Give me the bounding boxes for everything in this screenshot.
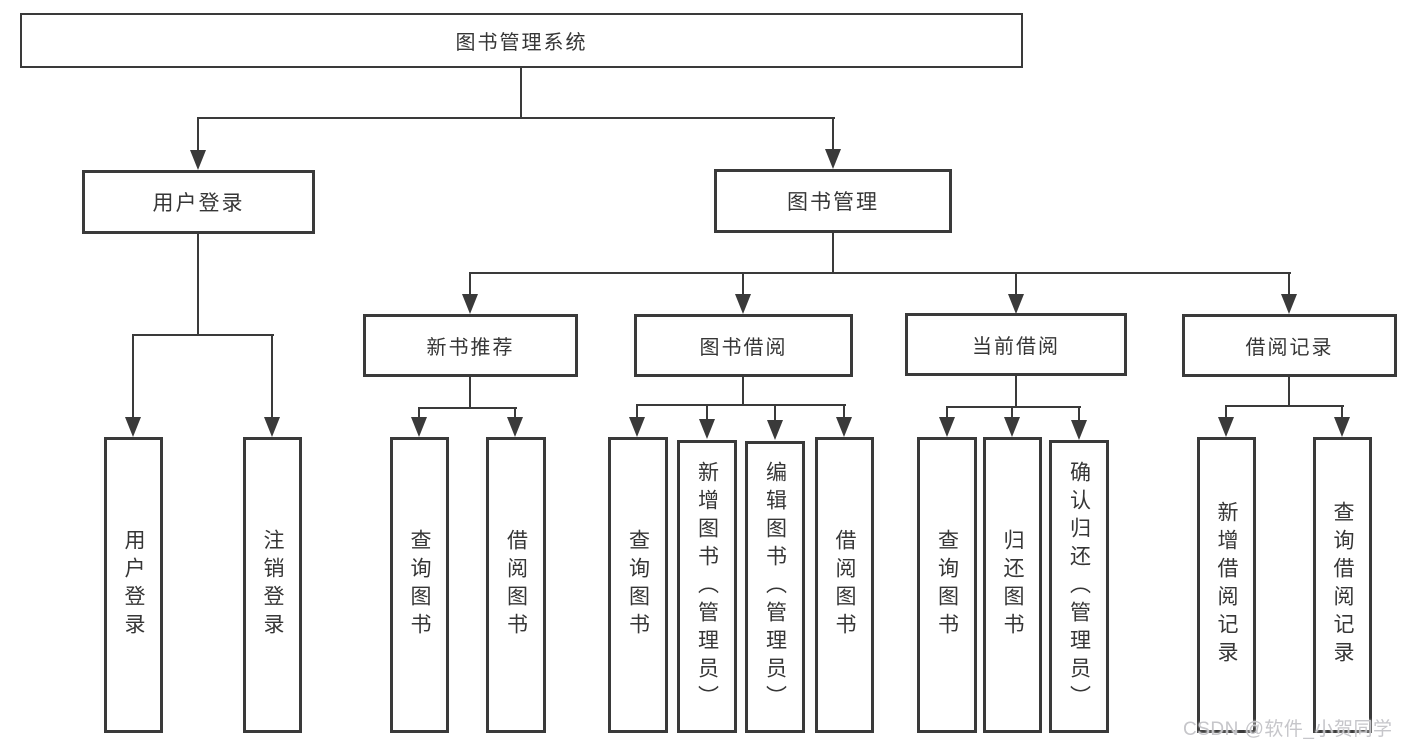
- leaf-user-login: 用户登录: [104, 437, 163, 733]
- connector-line: [1225, 405, 1344, 407]
- node-label: 图书借阅: [699, 337, 788, 359]
- connector-line: [418, 407, 517, 409]
- arrowhead-icon: [264, 417, 280, 437]
- node-label: 用户登录: [152, 192, 245, 215]
- node-label: 查询图书: [626, 529, 650, 641]
- connector-line: [418, 407, 420, 419]
- connector-line: [514, 407, 516, 419]
- leaf-add-books-admin: 新增图书（管理员）: [677, 440, 737, 733]
- connector-line: [1225, 405, 1227, 418]
- node-label: 借阅图书: [504, 529, 528, 641]
- leaf-query-books-recommend: 查询图书: [390, 437, 449, 733]
- leaf-confirm-return-admin: 确认归还（管理员）: [1049, 440, 1109, 733]
- arrowhead-icon: [1004, 417, 1020, 437]
- arrowhead-icon: [462, 294, 478, 314]
- node-label: 用户登录: [122, 529, 145, 641]
- connector-line: [832, 233, 834, 274]
- node-label: 借阅记录: [1245, 337, 1334, 359]
- arrowhead-icon: [125, 417, 141, 437]
- arrowhead-icon: [836, 417, 852, 437]
- arrowhead-icon: [1071, 420, 1087, 440]
- leaf-query-books-borrowing: 查询图书: [608, 437, 668, 733]
- node-current-borrowing: 当前借阅: [905, 313, 1127, 376]
- node-label: 新增图书（管理员）: [695, 460, 719, 713]
- connector-line: [469, 272, 1291, 274]
- node-label: 图书管理: [787, 191, 879, 214]
- connector-line: [271, 334, 273, 420]
- connector-line: [1078, 406, 1080, 421]
- arrowhead-icon: [767, 420, 783, 440]
- connector-line: [706, 404, 708, 420]
- connector-line: [1015, 376, 1017, 408]
- node-label: 借阅图书: [833, 529, 856, 641]
- connector-line: [520, 68, 522, 118]
- leaf-borrow-books-recommend: 借阅图书: [486, 437, 546, 733]
- connector-line: [742, 272, 744, 296]
- connector-line: [1015, 272, 1017, 296]
- leaf-borrow-books: 借阅图书: [815, 437, 874, 733]
- arrowhead-icon: [735, 294, 751, 314]
- node-book-management: 图书管理: [714, 169, 952, 233]
- node-borrowing-records: 借阅记录: [1182, 314, 1397, 377]
- arrowhead-icon: [939, 417, 955, 437]
- node-user-login: 用户登录: [82, 170, 315, 234]
- arrowhead-icon: [1218, 417, 1234, 437]
- node-label: 新书推荐: [426, 337, 515, 359]
- node-book-borrowing: 图书借阅: [634, 314, 853, 377]
- arrowhead-icon: [1008, 294, 1024, 314]
- node-label: 归还图书: [1001, 529, 1024, 641]
- csdn-watermark: CSDN @软件_小贺同学: [1183, 719, 1393, 740]
- node-new-book-recommendation: 新书推荐: [363, 314, 578, 377]
- node-label: 查询图书: [935, 529, 959, 641]
- node-label: 当前借阅: [972, 336, 1060, 358]
- node-label: 编辑图书（管理员）: [763, 461, 787, 713]
- arrowhead-icon: [699, 419, 715, 439]
- leaf-add-borrow-record: 新增借阅记录: [1197, 437, 1256, 733]
- connector-line: [742, 377, 744, 406]
- connector-line: [636, 404, 638, 418]
- connector-line: [197, 117, 199, 152]
- leaf-query-books-current: 查询图书: [917, 437, 977, 733]
- node-library-management-system: 图书管理系统: [20, 13, 1023, 68]
- arrowhead-icon: [507, 417, 523, 437]
- connector-line: [636, 404, 846, 406]
- node-label: 图书管理系统: [455, 32, 588, 54]
- node-label: 查询借阅记录: [1331, 501, 1354, 669]
- leaf-edit-books-admin: 编辑图书（管理员）: [745, 441, 805, 733]
- connector-line: [132, 334, 274, 336]
- arrowhead-icon: [190, 150, 206, 170]
- node-label: 新增借阅记录: [1215, 501, 1238, 669]
- leaf-logout: 注销登录: [243, 437, 302, 733]
- connector-line: [469, 272, 471, 296]
- node-label: 注销登录: [261, 529, 284, 641]
- node-label: 查询图书: [408, 529, 431, 641]
- arrowhead-icon: [411, 417, 427, 437]
- leaf-query-borrow-record: 查询借阅记录: [1313, 437, 1372, 733]
- connector-line: [132, 334, 134, 420]
- node-label: 确认归还（管理员）: [1067, 460, 1091, 713]
- connector-line: [1341, 405, 1343, 418]
- leaf-return-books: 归还图书: [983, 437, 1042, 733]
- connector-line: [843, 404, 845, 418]
- connector-line: [832, 117, 834, 151]
- connector-line: [1011, 406, 1013, 418]
- connector-line: [197, 234, 199, 336]
- connector-line: [1288, 377, 1290, 407]
- connector-line: [946, 406, 1081, 408]
- connector-line: [946, 406, 948, 418]
- connector-line: [469, 377, 471, 409]
- arrowhead-icon: [825, 149, 841, 169]
- arrowhead-icon: [1281, 294, 1297, 314]
- connector-line: [197, 117, 835, 119]
- arrowhead-icon: [1334, 417, 1350, 437]
- connector-line: [774, 404, 776, 421]
- arrowhead-icon: [629, 417, 645, 437]
- connector-line: [1288, 272, 1290, 296]
